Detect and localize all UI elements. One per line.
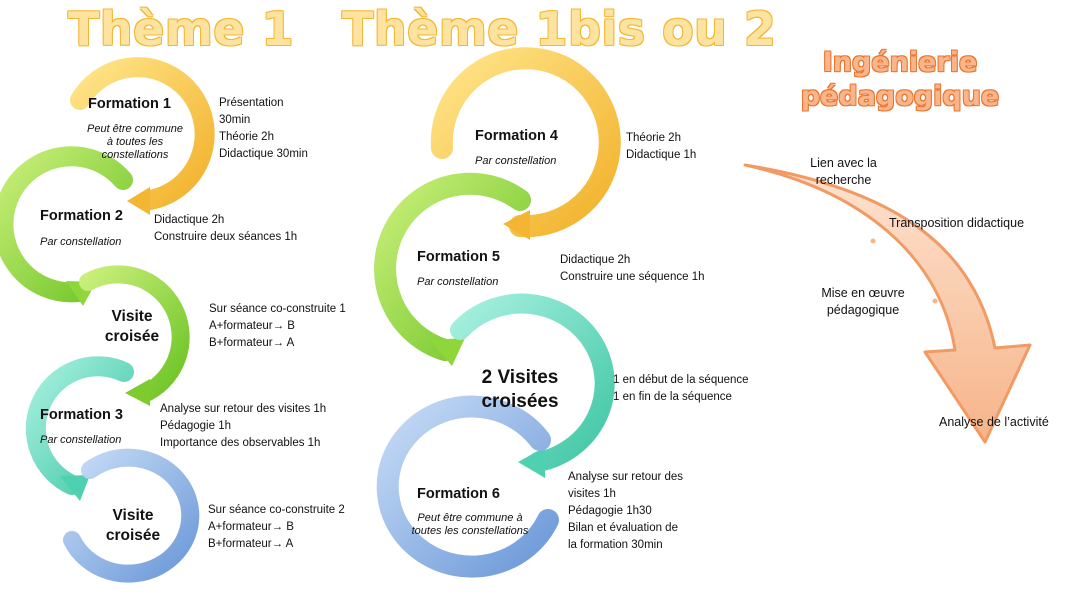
arc-visites-croisees <box>450 293 615 478</box>
ingenierie-title: Ingénierie pédagogique <box>800 47 1000 112</box>
formation-2-details: Didactique 2h Construire deux séances 1h <box>154 214 298 243</box>
arc-formation-1 <box>70 57 215 215</box>
arc-visite-1 <box>79 265 190 406</box>
ingenierie-step-analyse: Analyse de l’activité <box>939 415 1049 429</box>
formation-5-title: Formation 5 <box>417 249 500 265</box>
formation-1-title: Formation 1 <box>88 96 171 112</box>
2-visites-croisees-title: 2 Visites croisées <box>481 367 559 412</box>
theme-1bis-title: Thème 1bis ou 2 <box>342 2 777 56</box>
2-visites-croisees-details: 1 en début de la séquence 1 en fin de la… <box>613 374 749 403</box>
formation-6-details: Analyse sur retour des visites 1h Pédago… <box>568 471 684 551</box>
arc-formation-6 <box>376 395 559 578</box>
formation-2-subtitle: Par constellation <box>40 236 122 248</box>
formation-3-title: Formation 3 <box>40 407 123 423</box>
formation-5-details: Didactique 2h Construire une séquence 1h <box>560 254 705 283</box>
visite-croisee-1-title: Visite croisée <box>104 308 160 345</box>
formation-2-title: Formation 2 <box>40 208 123 224</box>
ingenierie-step-mise-en-oeuvre: Mise en œuvre pédagogique <box>821 286 905 317</box>
formation-4-title: Formation 4 <box>475 128 558 144</box>
ingenierie-step-transposition: Transposition didactique <box>889 216 1025 230</box>
visite-croisee-1-details: Sur séance co-construite 1 A+formateur→ … <box>209 303 346 349</box>
formation-6-title: Formation 6 <box>417 486 500 502</box>
formation-4-details: Théorie 2h Didactique 1h <box>626 132 697 161</box>
formation-1-details: Présentation 30min Théorie 2h Didactique… <box>219 97 308 160</box>
formation-4-subtitle: Par constellation <box>475 155 557 167</box>
formation-5-subtitle: Par constellation <box>417 276 499 288</box>
visite-croisee-2-details: Sur séance co-construite 2 A+formateur→ … <box>208 504 345 550</box>
theme-1-title: Thème 1 <box>68 2 294 56</box>
formation-1-subtitle: Peut être commune à toutes les constella… <box>87 123 183 161</box>
arc-visite-2 <box>63 448 200 583</box>
arc-formation-3 <box>25 356 134 501</box>
ingenierie-arrow <box>743 163 1032 444</box>
arc-formation-5 <box>374 172 531 366</box>
formation-6-subtitle: Peut être commune à toutes les constella… <box>411 512 529 537</box>
formation-3-subtitle: Par constellation <box>40 434 122 446</box>
formation-3-details: Analyse sur retour des visites 1h Pédago… <box>160 403 327 449</box>
arc-formation-4 <box>430 47 621 240</box>
visite-croisee-2-title: Visite croisée <box>105 507 161 544</box>
ingenierie-step-recherche: Lien avec la recherche <box>810 156 877 187</box>
